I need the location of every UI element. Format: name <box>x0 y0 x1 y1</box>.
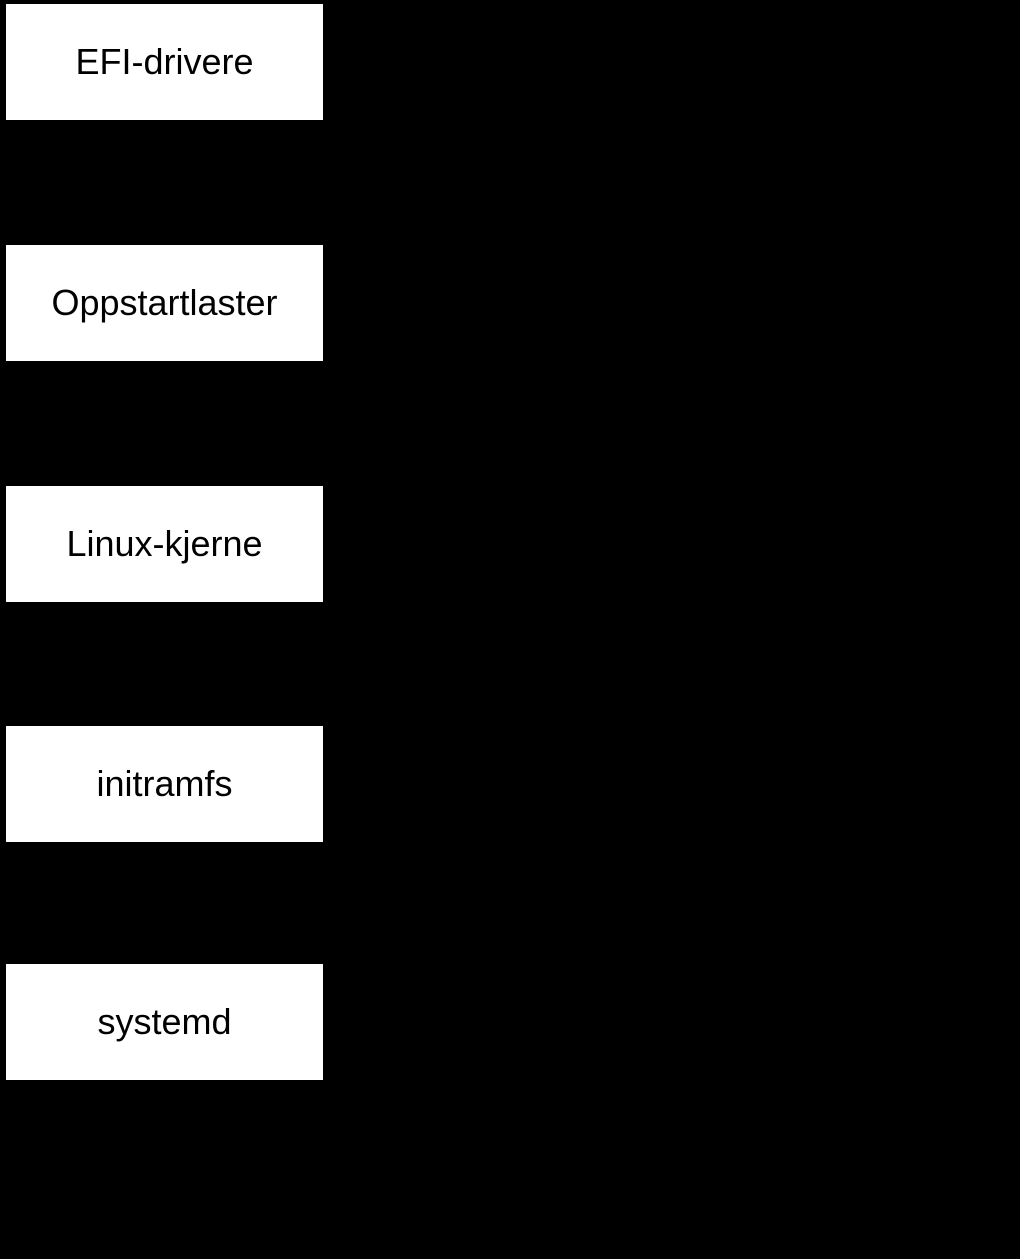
node-linux-kjerne: Linux-kjerne <box>6 486 323 602</box>
node-label: Oppstartlaster <box>51 282 278 323</box>
node-initramfs: initramfs <box>6 726 323 842</box>
node-label: systemd <box>97 1001 232 1042</box>
node-label: EFI-drivere <box>75 41 254 82</box>
node-systemd: systemd <box>6 964 323 1080</box>
node-label: initramfs <box>96 763 233 804</box>
node-label: Linux-kjerne <box>66 523 263 564</box>
node-oppstartlaster: Oppstartlaster <box>6 245 323 361</box>
node-efi-drivere: EFI-drivere <box>6 4 323 120</box>
